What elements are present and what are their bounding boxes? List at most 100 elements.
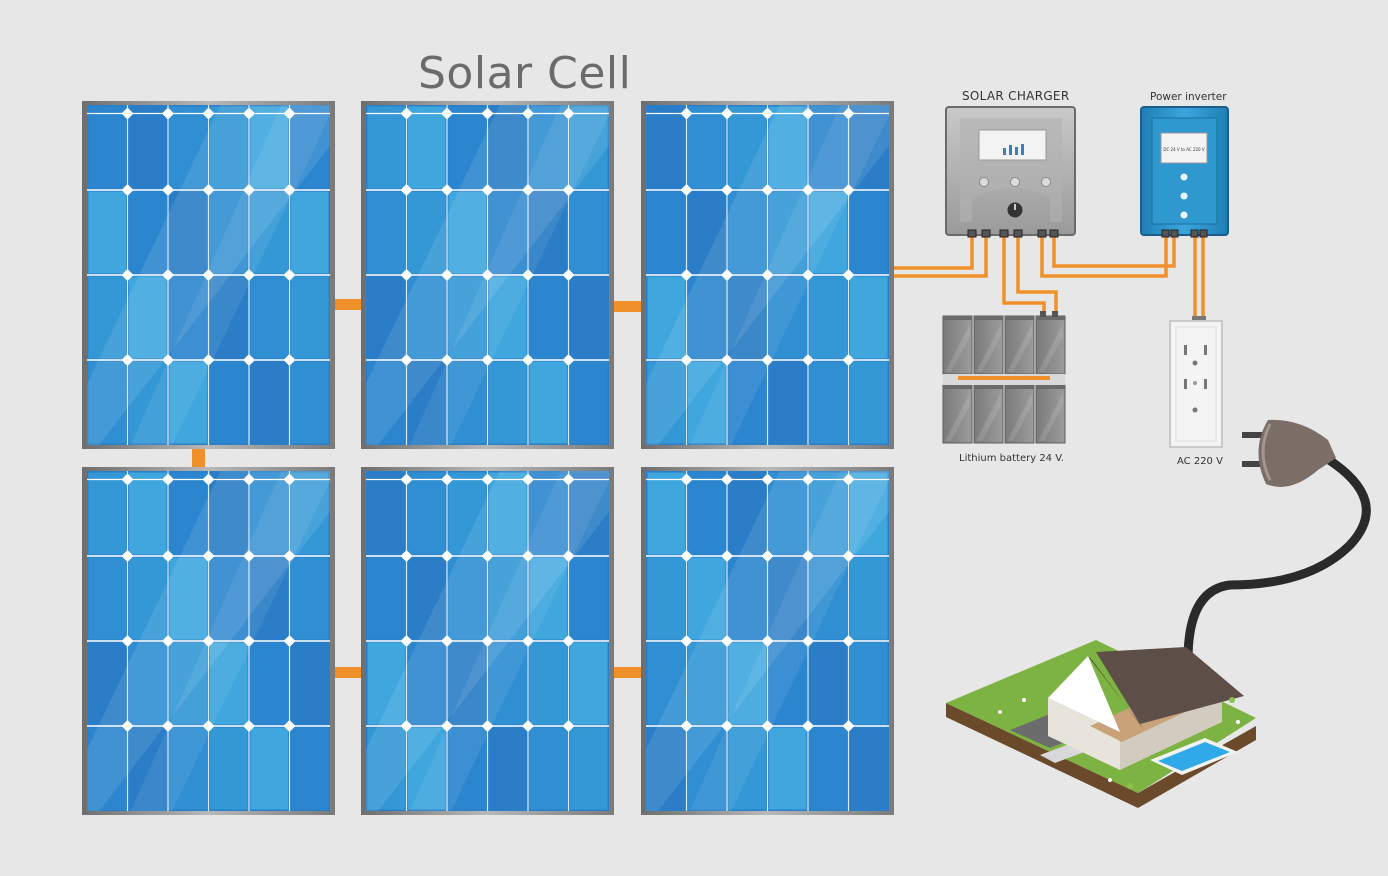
panel-cell xyxy=(129,361,167,444)
panel-cell xyxy=(210,106,248,189)
panel-cell xyxy=(129,642,167,725)
panel-cell xyxy=(129,472,167,555)
panel-cell xyxy=(647,642,685,725)
panel-cell xyxy=(570,191,608,274)
panel-cell xyxy=(769,361,807,444)
panel-cell xyxy=(250,361,288,444)
panel-cell xyxy=(647,191,685,274)
panel-cell xyxy=(647,472,685,555)
panel-cell xyxy=(489,106,527,189)
panel-cell xyxy=(769,557,807,640)
solar-panels xyxy=(82,101,894,815)
panel-cell xyxy=(809,276,847,359)
panel-cell xyxy=(809,557,847,640)
panel-cell xyxy=(169,727,207,810)
panel-cell xyxy=(169,106,207,189)
charger-screen-bars xyxy=(1003,144,1024,155)
panel-cell xyxy=(570,557,608,640)
panel-cell xyxy=(367,106,405,189)
panel-cell xyxy=(448,642,486,725)
panel-cell xyxy=(88,276,126,359)
panel-cell xyxy=(408,276,446,359)
solar-panel-r1-c2 xyxy=(361,101,614,449)
panel-cell xyxy=(408,361,446,444)
charger-button-1 xyxy=(979,177,989,187)
panel-cell xyxy=(570,642,608,725)
panel-cell xyxy=(250,472,288,555)
panel-cell xyxy=(250,642,288,725)
solar-panel-r2-c1 xyxy=(82,467,335,815)
panel-cell xyxy=(688,472,726,555)
panel-cell xyxy=(850,276,888,359)
panel-cell xyxy=(129,106,167,189)
panel-cell xyxy=(408,106,446,189)
solar-charger xyxy=(945,106,1076,238)
panel-cell xyxy=(367,191,405,274)
panel-cell xyxy=(250,191,288,274)
wire-charger-inverter-a xyxy=(1040,236,1168,278)
panel-cell xyxy=(769,191,807,274)
panel-cell xyxy=(250,276,288,359)
panel-cell xyxy=(367,642,405,725)
power-cable xyxy=(1183,453,1371,665)
battery-cell xyxy=(973,384,1004,444)
house-scene xyxy=(946,640,1256,808)
page-title: Solar Cell xyxy=(418,48,632,99)
panel-cell xyxy=(210,472,248,555)
connector-vertical xyxy=(192,448,205,468)
panel-cell xyxy=(529,106,567,189)
panel-cell xyxy=(129,191,167,274)
panel-cell xyxy=(688,557,726,640)
panel-cell xyxy=(769,642,807,725)
outlet-label: AC 220 V xyxy=(1177,456,1223,467)
panel-cell xyxy=(570,727,608,810)
battery-cell xyxy=(973,315,1004,375)
panel-cell xyxy=(367,361,405,444)
panel-cell xyxy=(169,557,207,640)
panel-cell xyxy=(169,191,207,274)
panel-cell xyxy=(448,472,486,555)
panel-cell xyxy=(88,106,126,189)
panel-cell xyxy=(408,191,446,274)
panel-cell xyxy=(291,361,329,444)
panel-cell xyxy=(448,276,486,359)
panel-cell xyxy=(408,557,446,640)
panel-cell xyxy=(88,557,126,640)
panel-cell xyxy=(129,727,167,810)
battery-cell xyxy=(942,315,973,375)
solar-charger-label: SOLAR CHARGER xyxy=(962,89,1070,103)
panel-cell xyxy=(448,106,486,189)
panel-cell xyxy=(728,276,766,359)
battery-cell xyxy=(1035,315,1066,375)
panel-cell xyxy=(688,276,726,359)
panel-cell xyxy=(448,727,486,810)
panel-cell xyxy=(291,557,329,640)
panel-cell xyxy=(728,191,766,274)
panel-cell xyxy=(850,472,888,555)
panel-cell xyxy=(291,642,329,725)
ac-outlet xyxy=(1169,316,1223,448)
panel-cell xyxy=(210,276,248,359)
panel-cell xyxy=(850,557,888,640)
house-wall-right xyxy=(1120,690,1222,770)
house-roof xyxy=(1096,647,1244,724)
connector-r2-12 xyxy=(335,667,363,678)
wire-charger-battery-a xyxy=(1002,236,1046,316)
panel-cell xyxy=(169,472,207,555)
panel-cell xyxy=(769,106,807,189)
inverter-screen xyxy=(1160,132,1208,164)
power-inverter-label: Power inverter xyxy=(1150,91,1227,103)
house-gable xyxy=(1048,656,1120,732)
panel-cell xyxy=(570,472,608,555)
battery-cell xyxy=(1004,384,1035,444)
wire-panel-charger-a xyxy=(894,236,974,270)
charger-screen xyxy=(978,129,1047,161)
panel-cell xyxy=(367,472,405,555)
panel-cell xyxy=(489,472,527,555)
panel-cell xyxy=(210,557,248,640)
house-wall-left xyxy=(1048,698,1120,770)
panel-cell xyxy=(850,727,888,810)
panel-cell xyxy=(88,472,126,555)
panel-cell xyxy=(250,557,288,640)
panel-cell xyxy=(809,106,847,189)
